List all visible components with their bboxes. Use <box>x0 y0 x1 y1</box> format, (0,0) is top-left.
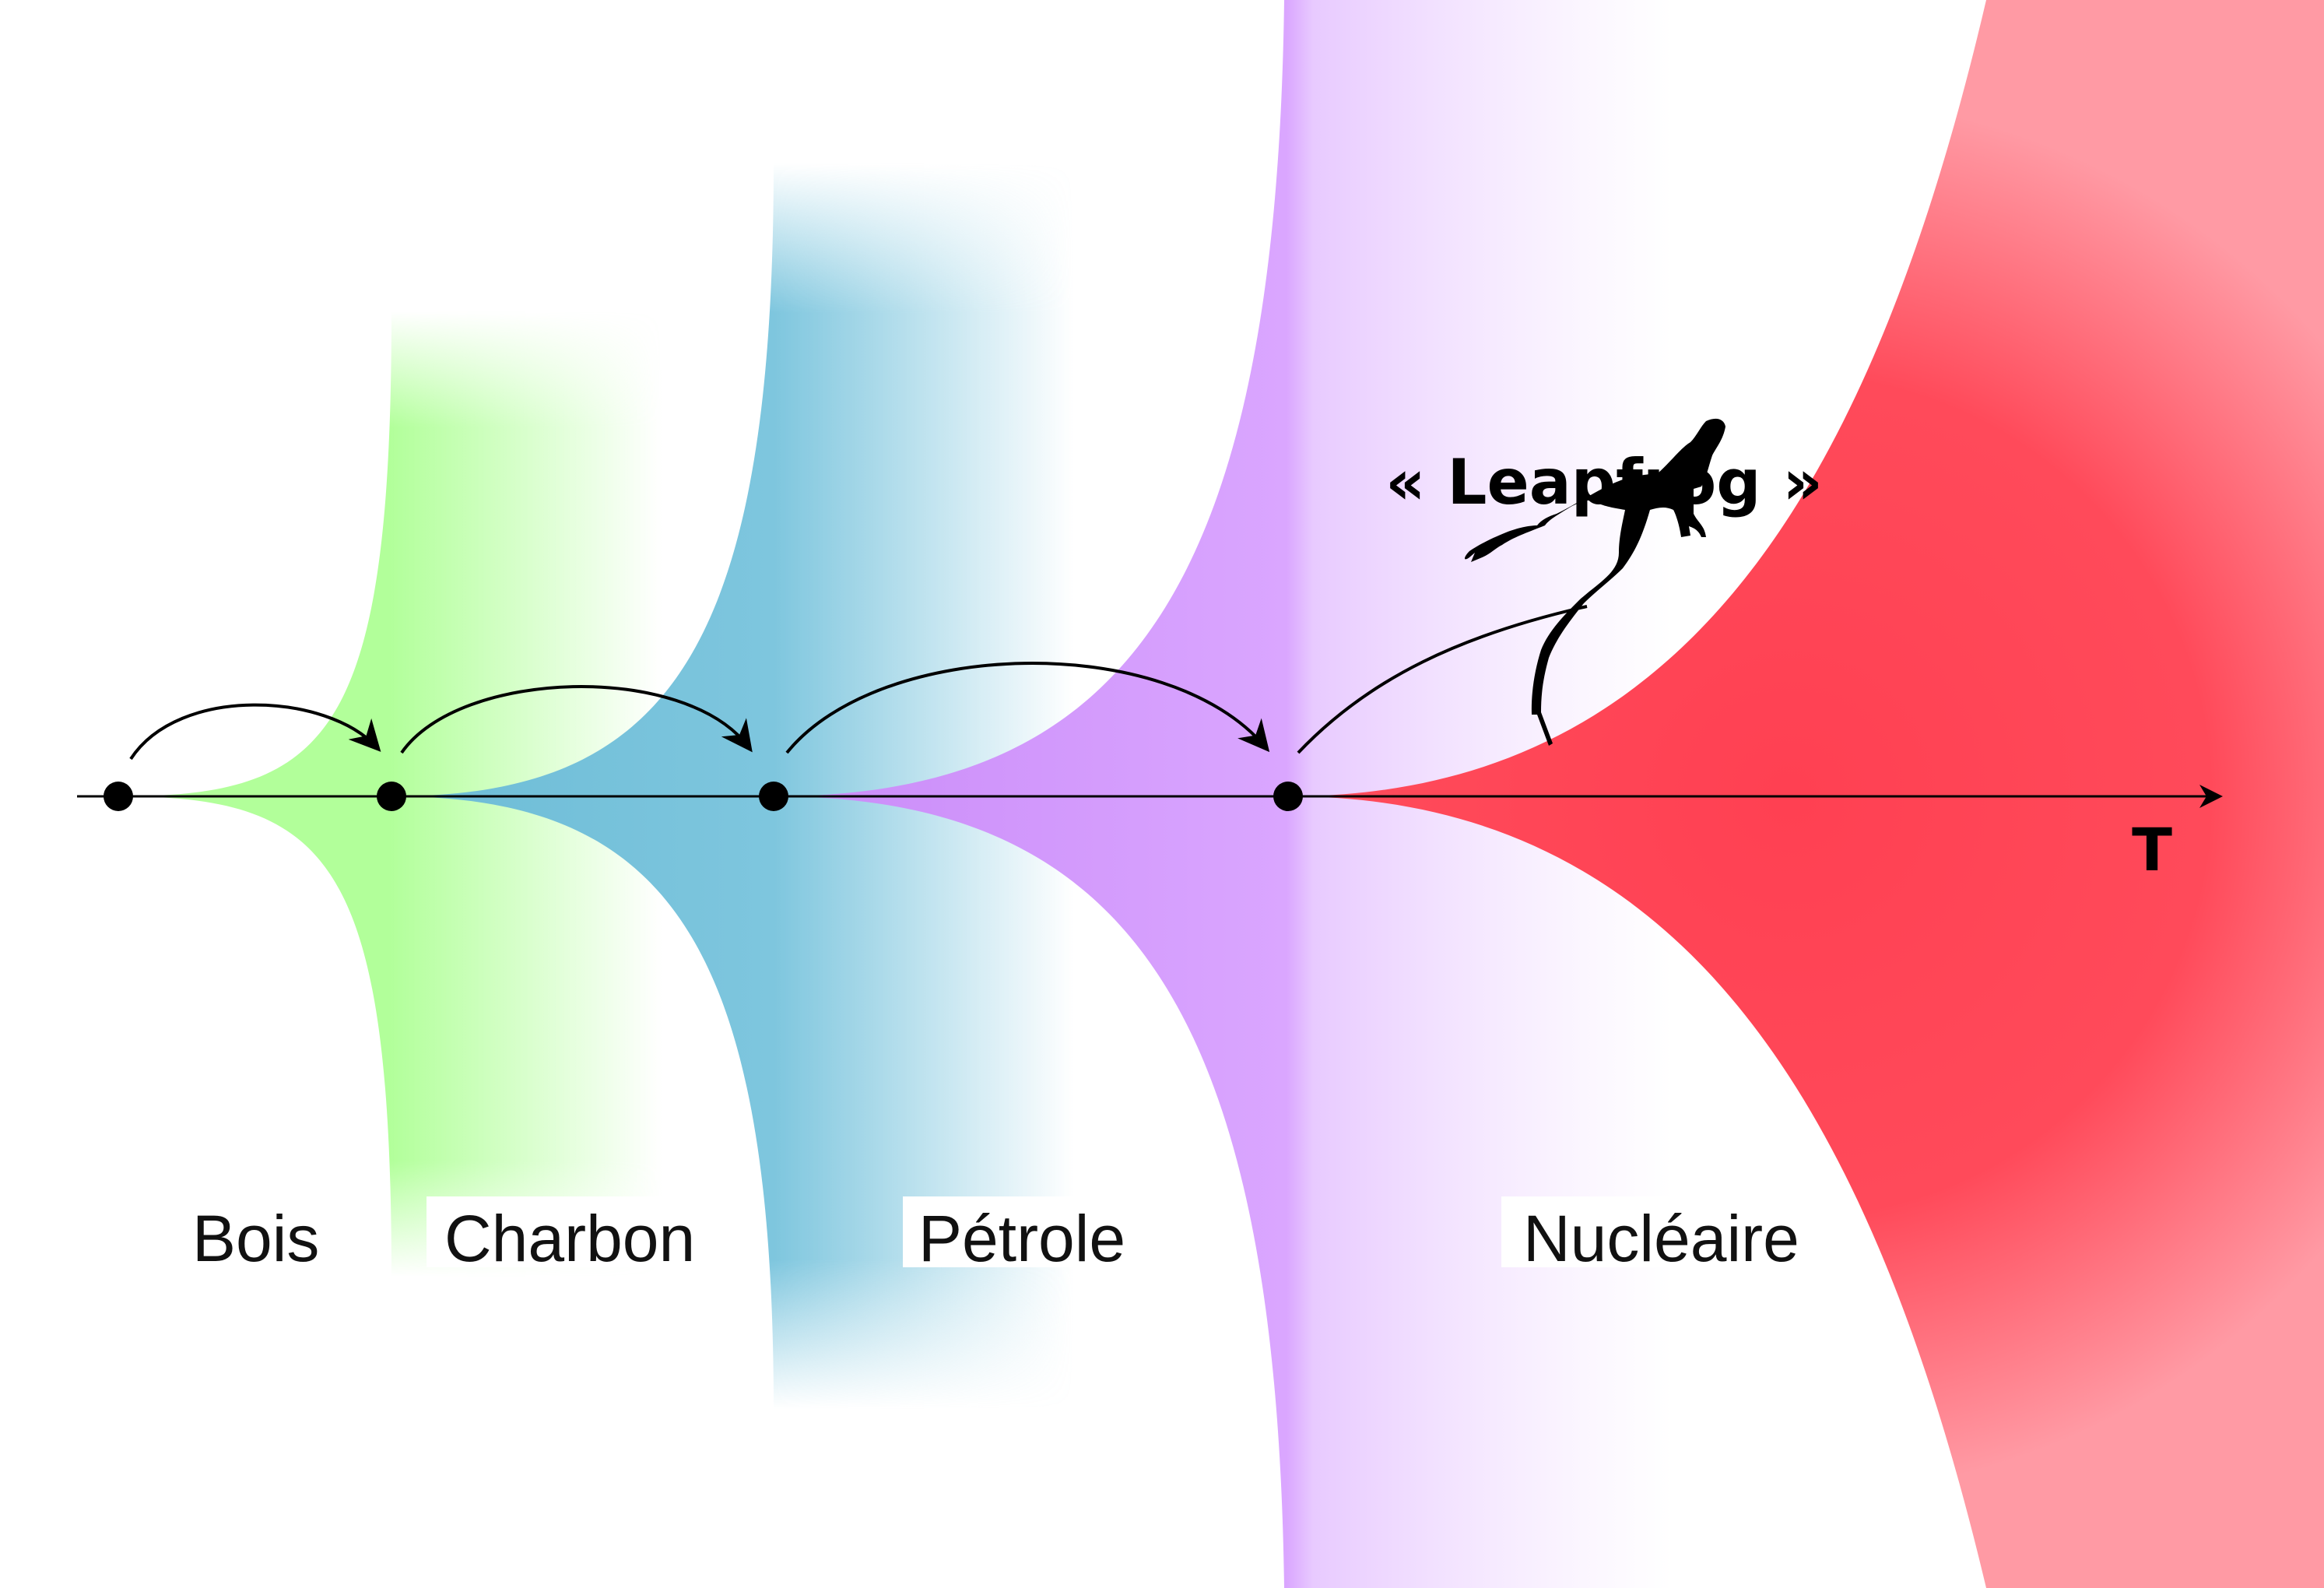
stage-dot-charbon <box>377 782 406 811</box>
stage-dot-petrole <box>759 782 788 811</box>
stage-region-bois <box>118 311 700 1277</box>
label-bg-charbon <box>427 1196 726 1267</box>
label-bg-petrole <box>903 1196 1149 1267</box>
leapfrog-title: « Leapfrog » <box>1385 446 1823 518</box>
stage-region-charbon <box>391 163 1090 1409</box>
stage-dot-nucleaire <box>1273 782 1303 811</box>
stage-label-petrole: Pétrole <box>918 1202 1125 1275</box>
stage-dot-bois <box>104 782 133 811</box>
stage-region-nucleaire <box>1288 0 2324 1588</box>
lizard-silhouette-icon <box>1465 418 1725 746</box>
label-bg-nucleaire <box>1501 1196 1826 1267</box>
transition-arrow-charbon-petrole <box>400 685 753 754</box>
transition-arrow-bois-charbon <box>129 703 381 761</box>
stage-region-petrole <box>774 0 1712 1588</box>
transition-arrow-petrole-nucleaire <box>785 662 1270 754</box>
axis-label: T <box>2132 815 2172 884</box>
stage-label-nucleaire: Nucléaire <box>1523 1202 1799 1275</box>
stage-label-charbon: Charbon <box>444 1202 695 1275</box>
leapfrog-arrow <box>1297 605 1588 754</box>
stage-label-bois: Bois <box>192 1202 319 1275</box>
